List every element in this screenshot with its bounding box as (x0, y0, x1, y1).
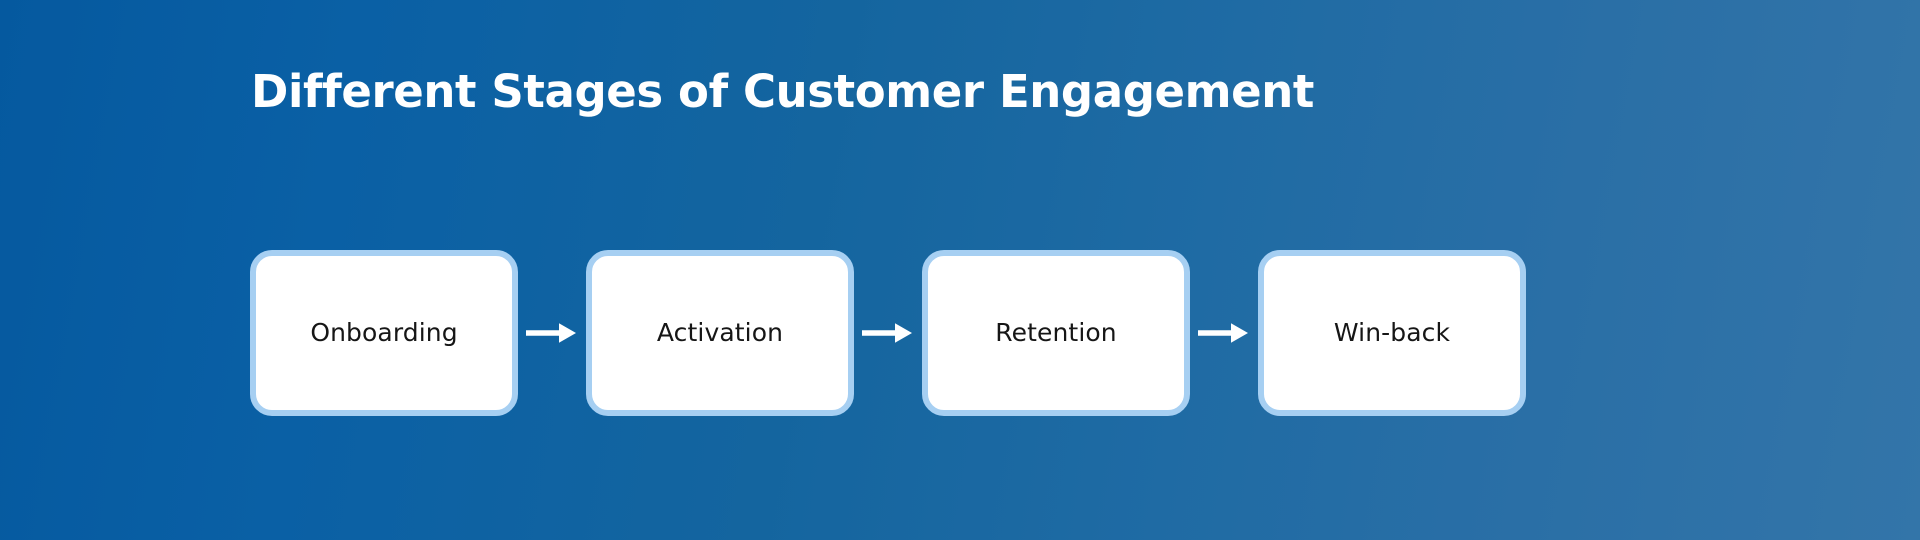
stage-flow-diagram: Onboarding Activation Retention (250, 250, 1526, 416)
stage-label: Retention (995, 318, 1117, 347)
stage-box-activation[interactable]: Activation (586, 250, 854, 416)
stage-box-win-back[interactable]: Win-back (1258, 250, 1526, 416)
arrow-right-icon (518, 313, 586, 353)
arrow-right-icon (854, 313, 922, 353)
title-container: Different Stages of Customer Engagement (0, 66, 1565, 118)
stage-label: Activation (656, 318, 784, 347)
stage-label: Onboarding (310, 318, 458, 347)
stage-box-retention[interactable]: Retention (922, 250, 1190, 416)
stage-label: Win-back (1333, 318, 1451, 347)
arrow-right-icon (1190, 313, 1258, 353)
stage-box-onboarding[interactable]: Onboarding (250, 250, 518, 416)
page-title: Different Stages of Customer Engagement (251, 65, 1314, 118)
